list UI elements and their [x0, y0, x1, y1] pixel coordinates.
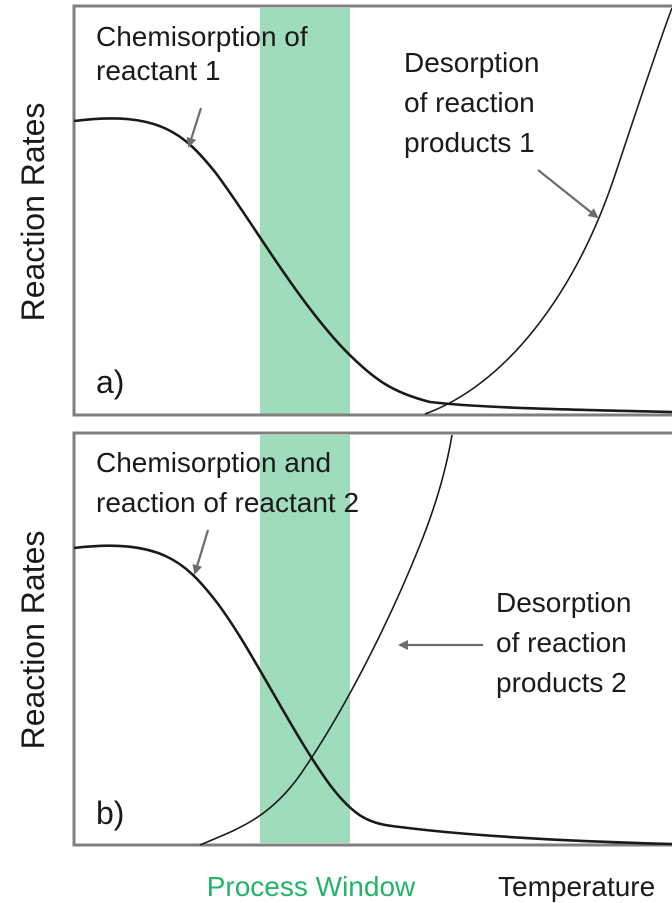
panel-a: Chemisorption of reactant 1 Desorption o…: [15, 4, 672, 417]
desorption-label-a: Desorption of reaction products 1: [404, 47, 547, 158]
panel-letter-b: b): [96, 795, 124, 831]
x-axis-label: Temperature: [498, 871, 655, 902]
desorption-label-b: Desorption of reaction products 2: [496, 587, 639, 698]
desorption-curve-a: [424, 7, 672, 415]
panel-a-frame: [72, 4, 672, 417]
chemisorption-curve-b: [73, 544, 672, 846]
process-window-band-a: [260, 8, 350, 414]
process-window-label: Process Window: [207, 871, 416, 902]
chemisorption-arrow-a: [186, 107, 203, 148]
y-axis-label-b: Reaction Rates: [15, 531, 51, 750]
chemisorption-arrow-b: [192, 529, 210, 575]
panel-letter-a: a): [96, 364, 124, 400]
chemisorption-curve-a: [73, 117, 672, 414]
chemisorption-label-a: Chemisorption of reactant 1: [96, 21, 315, 86]
panel-b: Chemisorption and reaction of reactant 2…: [15, 431, 672, 847]
process-window-band-b: [260, 435, 350, 843]
desorption-arrow-a: [537, 169, 599, 219]
panel-b-frame: [72, 431, 672, 847]
desorption-curve-b: [199, 434, 453, 846]
chemisorption-label-b: Chemisorption and reaction of reactant 2: [96, 447, 359, 518]
y-axis-label-a: Reaction Rates: [15, 103, 51, 322]
